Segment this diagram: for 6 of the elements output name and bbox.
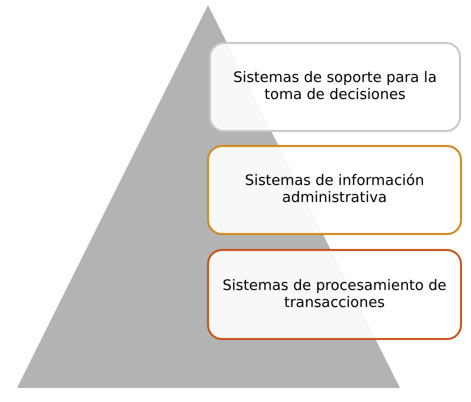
level-card [207,145,462,235]
level-text: Sistemas de información administrativa [244,173,426,207]
level-text: Sistemas de procesamiento de transacciones [222,278,448,312]
level-text: Sistemas de soporte para la toma de decisiones [232,70,438,104]
level-card [209,42,461,132]
level-card [207,249,462,340]
